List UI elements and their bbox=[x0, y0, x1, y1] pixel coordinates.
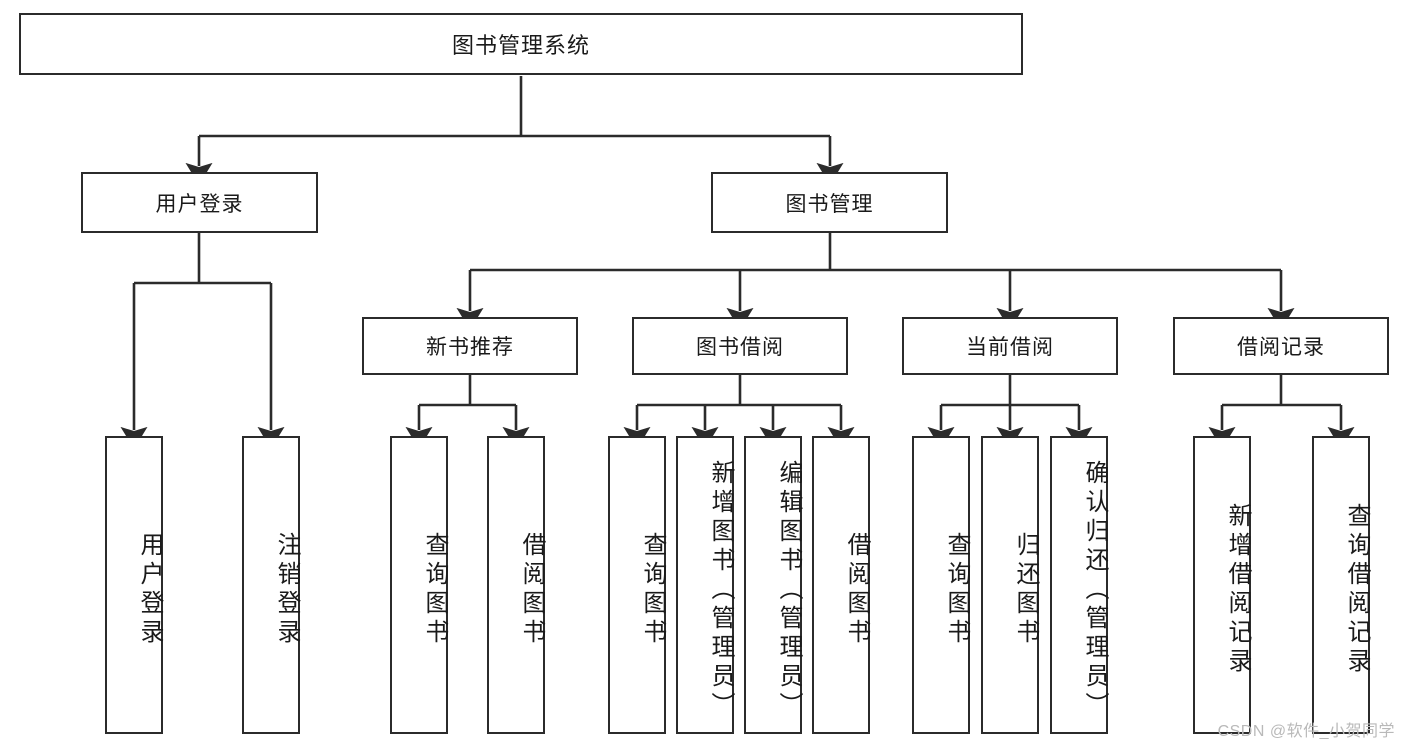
node-root-system[interactable]: 图书管理系统 bbox=[19, 13, 1023, 75]
node-label: 当前借阅 bbox=[966, 336, 1054, 359]
node-label: 借阅图书 bbox=[843, 532, 870, 648]
node-label: 查询借阅记录 bbox=[1343, 503, 1370, 677]
leaf-query-book-borrow[interactable]: 查询图书 bbox=[608, 436, 666, 734]
node-label: 确认归还（管理员） bbox=[1081, 459, 1108, 721]
node-label: 用户登录 bbox=[155, 192, 244, 216]
leaf-return-book[interactable]: 归还图书 bbox=[981, 436, 1039, 734]
node-label: 新增借阅记录 bbox=[1224, 503, 1251, 677]
node-label: 注销登录 bbox=[273, 532, 300, 648]
leaf-query-book-current[interactable]: 查询图书 bbox=[912, 436, 970, 734]
node-label: 编辑图书（管理员） bbox=[775, 459, 802, 721]
leaf-add-borrow-record[interactable]: 新增借阅记录 bbox=[1193, 436, 1251, 734]
node-current-borrow[interactable]: 当前借阅 bbox=[902, 317, 1118, 375]
node-label: 用户登录 bbox=[136, 532, 163, 648]
node-label: 查询图书 bbox=[943, 532, 970, 648]
node-label: 新书推荐 bbox=[426, 336, 514, 359]
node-new-book-recommend[interactable]: 新书推荐 bbox=[362, 317, 578, 375]
node-borrow-record[interactable]: 借阅记录 bbox=[1173, 317, 1389, 375]
node-label: 查询图书 bbox=[421, 532, 448, 648]
node-user-login[interactable]: 用户登录 bbox=[81, 172, 318, 233]
node-book-management[interactable]: 图书管理 bbox=[711, 172, 948, 233]
leaf-borrow-book-recommend[interactable]: 借阅图书 bbox=[487, 436, 545, 734]
leaf-user-login[interactable]: 用户登录 bbox=[105, 436, 163, 734]
leaf-logout[interactable]: 注销登录 bbox=[242, 436, 300, 734]
node-label: 图书管理 bbox=[785, 192, 874, 216]
node-label: 借阅图书 bbox=[518, 532, 545, 648]
leaf-query-borrow-record[interactable]: 查询借阅记录 bbox=[1312, 436, 1370, 734]
node-label: 图书管理系统 bbox=[451, 33, 590, 58]
node-label: 借阅记录 bbox=[1237, 336, 1325, 359]
node-book-borrow[interactable]: 图书借阅 bbox=[632, 317, 848, 375]
node-label: 图书借阅 bbox=[696, 336, 784, 359]
node-label: 归还图书 bbox=[1012, 532, 1039, 648]
leaf-add-book-admin[interactable]: 新增图书（管理员） bbox=[676, 436, 734, 734]
node-label: 新增图书（管理员） bbox=[707, 459, 734, 721]
node-label: 查询图书 bbox=[639, 532, 666, 648]
leaf-borrow-book[interactable]: 借阅图书 bbox=[812, 436, 870, 734]
watermark-text: CSDN @软件_小贺同学 bbox=[1217, 723, 1395, 740]
leaf-confirm-return-admin[interactable]: 确认归还（管理员） bbox=[1050, 436, 1108, 734]
leaf-edit-book-admin[interactable]: 编辑图书（管理员） bbox=[744, 436, 802, 734]
leaf-query-book-recommend[interactable]: 查询图书 bbox=[390, 436, 448, 734]
